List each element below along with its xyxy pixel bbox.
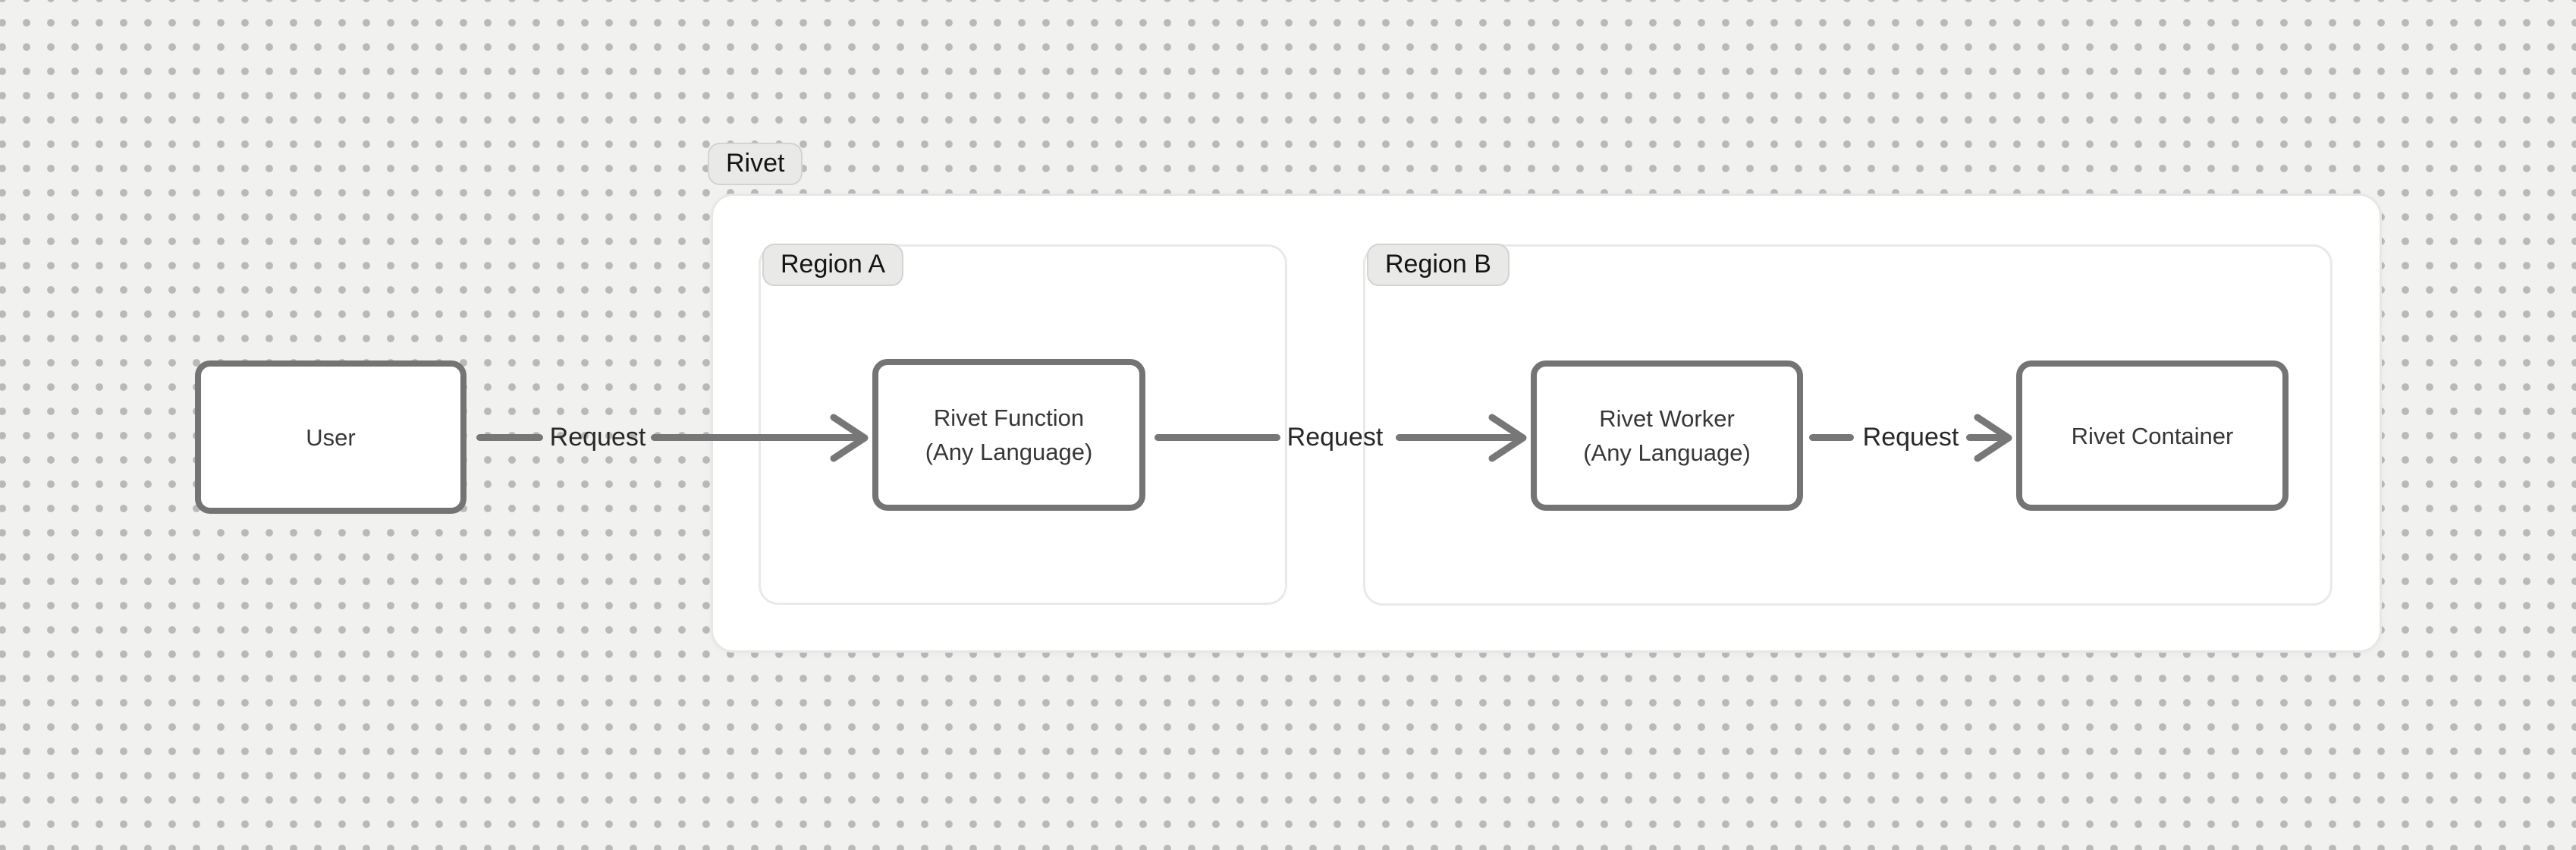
edge-worker-container-line-end xyxy=(1966,434,2004,441)
node-rivet-container: Rivet Container xyxy=(2016,360,2289,511)
region-b-label-text: Region B xyxy=(1385,250,1491,279)
edge-function-worker-label: Request xyxy=(1286,423,1384,452)
edge-user-function-line-start xyxy=(476,434,543,441)
node-rivet-function-sublabel: (Any Language) xyxy=(925,439,1093,465)
region-a-label: Region A xyxy=(762,244,903,286)
node-rivet-function: Rivet Function (Any Language) xyxy=(872,359,1145,511)
edge-function-worker-line-start xyxy=(1154,434,1280,441)
edge-worker-container-line-start xyxy=(1809,434,1854,441)
edge-user-function-label: Request xyxy=(549,423,646,452)
arrow-head-icon xyxy=(1974,414,2012,462)
rivet-group-label-text: Rivet xyxy=(726,149,785,178)
region-b-label: Region B xyxy=(1367,244,1509,286)
edge-user-function-line-end xyxy=(651,434,859,441)
edge-worker-container-label: Request xyxy=(1862,423,1959,452)
node-rivet-container-label: Rivet Container xyxy=(2071,422,2234,449)
edge-function-worker-line-end xyxy=(1396,434,1519,441)
rivet-group-label: Rivet xyxy=(708,143,803,185)
node-rivet-worker-label: Rivet Worker xyxy=(1599,405,1735,432)
region-a-label-text: Region A xyxy=(781,250,885,279)
arrow-head-icon xyxy=(830,414,869,462)
node-rivet-worker-sublabel: (Any Language) xyxy=(1583,439,1751,466)
node-rivet-function-label: Rivet Function xyxy=(933,405,1085,431)
node-rivet-worker: Rivet Worker (Any Language) xyxy=(1531,360,1803,511)
arrow-head-icon xyxy=(1488,414,1527,462)
node-user: User xyxy=(195,360,467,514)
node-user-label: User xyxy=(306,423,356,451)
